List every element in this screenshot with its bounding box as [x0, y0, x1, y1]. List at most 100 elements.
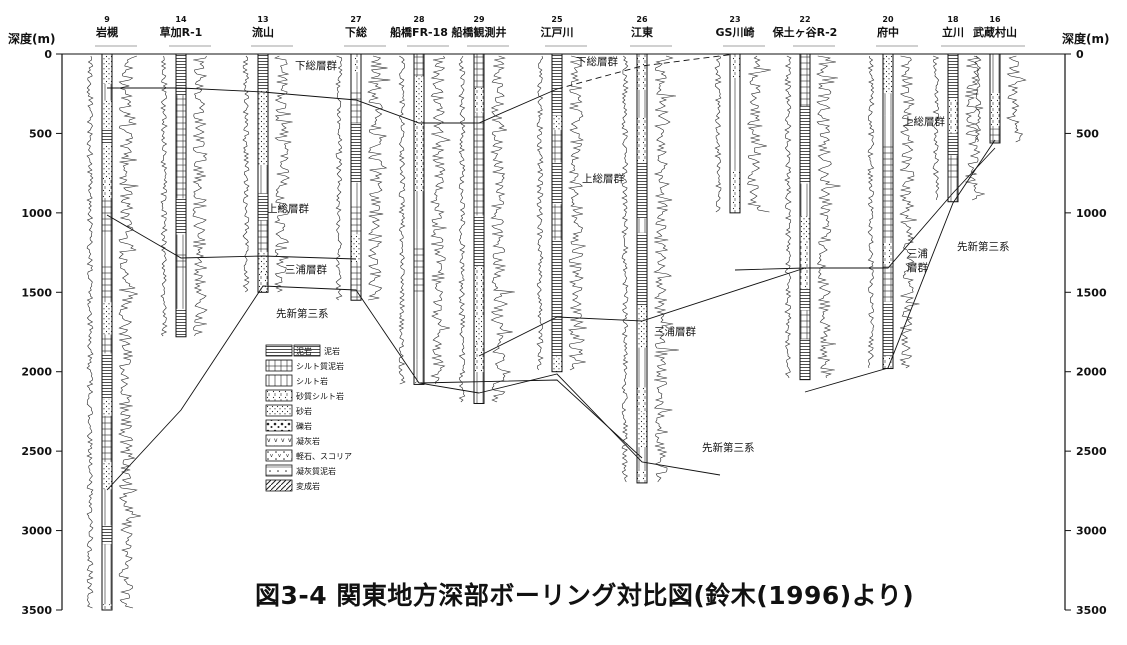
well-name: 船橋FR-18 [390, 25, 448, 39]
lithology-segment [258, 206, 268, 221]
lithology-segment [474, 177, 484, 216]
legend-label: 軽石、スコリア [296, 452, 352, 461]
lithology-segment [102, 177, 112, 201]
well-number: 18 [947, 15, 959, 24]
legend-label: 砂岩 [296, 406, 312, 416]
legend-label: 凝灰質泥岩 [296, 466, 336, 476]
lithology-segment [258, 289, 268, 293]
log-curve-right [816, 55, 841, 379]
lithology-segment [351, 234, 361, 263]
legend-label: 変成岩 [296, 481, 320, 491]
well-name: 岩槻 [95, 25, 118, 39]
lithology-segment [883, 264, 893, 302]
lithology-segment [102, 200, 112, 236]
label-pre-neogene-2: 先新第三系 [702, 441, 755, 454]
log-curve-right [899, 55, 920, 369]
lithology-segment [730, 109, 740, 150]
lithology-segment [414, 359, 424, 383]
log-curve-left [458, 55, 466, 403]
left-tick-label: 1500 [21, 286, 52, 299]
well-outline [350, 53, 362, 301]
lithology-segment [883, 165, 893, 207]
right-tick-label: 1000 [1076, 207, 1107, 220]
log-curve-left [867, 55, 875, 369]
well-number: 27 [350, 15, 361, 24]
left-tick-label: 1000 [21, 207, 52, 220]
lithology-segment [102, 415, 112, 462]
well-name: 船橋観測井 [452, 25, 507, 39]
well-name: 保土ヶ谷R-2 [772, 25, 838, 39]
label-kazusa-3: 上総層群 [903, 115, 945, 128]
lithology-segment [102, 525, 112, 545]
boundary-kazusa-base-west [106, 214, 357, 260]
lithology-segment [414, 76, 424, 122]
lithology-segment [637, 203, 647, 219]
lithology-segment [102, 398, 112, 416]
well-name: 江戸川 [541, 25, 574, 39]
log-curve-left [335, 55, 343, 301]
well-number: 20 [882, 15, 894, 24]
lithology-segment [102, 334, 112, 354]
lithology-segment [351, 54, 361, 73]
lithology-segment [637, 468, 647, 483]
legend-swatch [265, 404, 293, 417]
lithology-segment [102, 128, 112, 145]
boundary-miura-base-central [478, 373, 721, 476]
log-curve-left [86, 55, 94, 609]
legend-swatch [265, 359, 293, 372]
lithology-segment [990, 54, 1000, 92]
lithology-segment [552, 162, 562, 205]
lithology-segment [474, 153, 484, 178]
legend-swatch [265, 479, 293, 492]
lithology-segment [552, 356, 562, 372]
lithology-segment [474, 342, 484, 373]
well-number: 14 [175, 15, 187, 24]
lithology-segment [948, 54, 958, 100]
lithology-segment [637, 387, 647, 412]
lithology-segment [800, 310, 810, 340]
boundary-deep-link [418, 379, 643, 459]
correlation-lines [106, 53, 996, 491]
legend: 泥岩シルト質泥岩シルト岩砂質シルト岩砂岩礫岩凝灰岩軽石、スコリア凝灰質泥岩変成岩… [265, 344, 352, 492]
well-number: 23 [729, 15, 740, 24]
lithology-segment [637, 411, 647, 448]
lithology-segment [800, 183, 810, 217]
legend-label: 礫岩 [296, 421, 312, 431]
legend-swatch [265, 464, 293, 477]
right-tick-label: 2500 [1076, 445, 1107, 458]
lithology-segment [102, 572, 112, 605]
well-name: 草加R-1 [160, 25, 203, 39]
log-curve-right [653, 55, 679, 483]
lithology-segment [351, 291, 361, 301]
lithology-segment [102, 100, 112, 129]
right-tick-label: 3500 [1076, 604, 1107, 617]
lithology-segment [176, 272, 186, 309]
log-curve-left [536, 55, 544, 371]
lithology-segment [102, 235, 112, 267]
lithology-segment [474, 87, 484, 113]
boundary-shimousa-base [107, 87, 558, 124]
lithology-segment [258, 164, 268, 194]
lithology-segment [351, 72, 361, 90]
right-tick-label: 2000 [1076, 366, 1107, 379]
log-curve-left [714, 55, 722, 213]
lithology-segment [258, 54, 268, 91]
left-tick-label: 0 [44, 48, 52, 61]
lithology-segment [883, 54, 893, 94]
lithology-segment [258, 124, 268, 165]
lithology-segment [730, 54, 740, 81]
well-outline [799, 53, 811, 381]
boundary-kazusa-base-central [478, 267, 806, 357]
log-curve-left [398, 55, 406, 385]
well-name: 江東 [631, 25, 654, 39]
lithology-segment [102, 83, 112, 101]
lithology-segment [176, 198, 186, 214]
lithology-segment [800, 288, 810, 311]
label-kazusa-2: 上総層群 [582, 172, 624, 185]
